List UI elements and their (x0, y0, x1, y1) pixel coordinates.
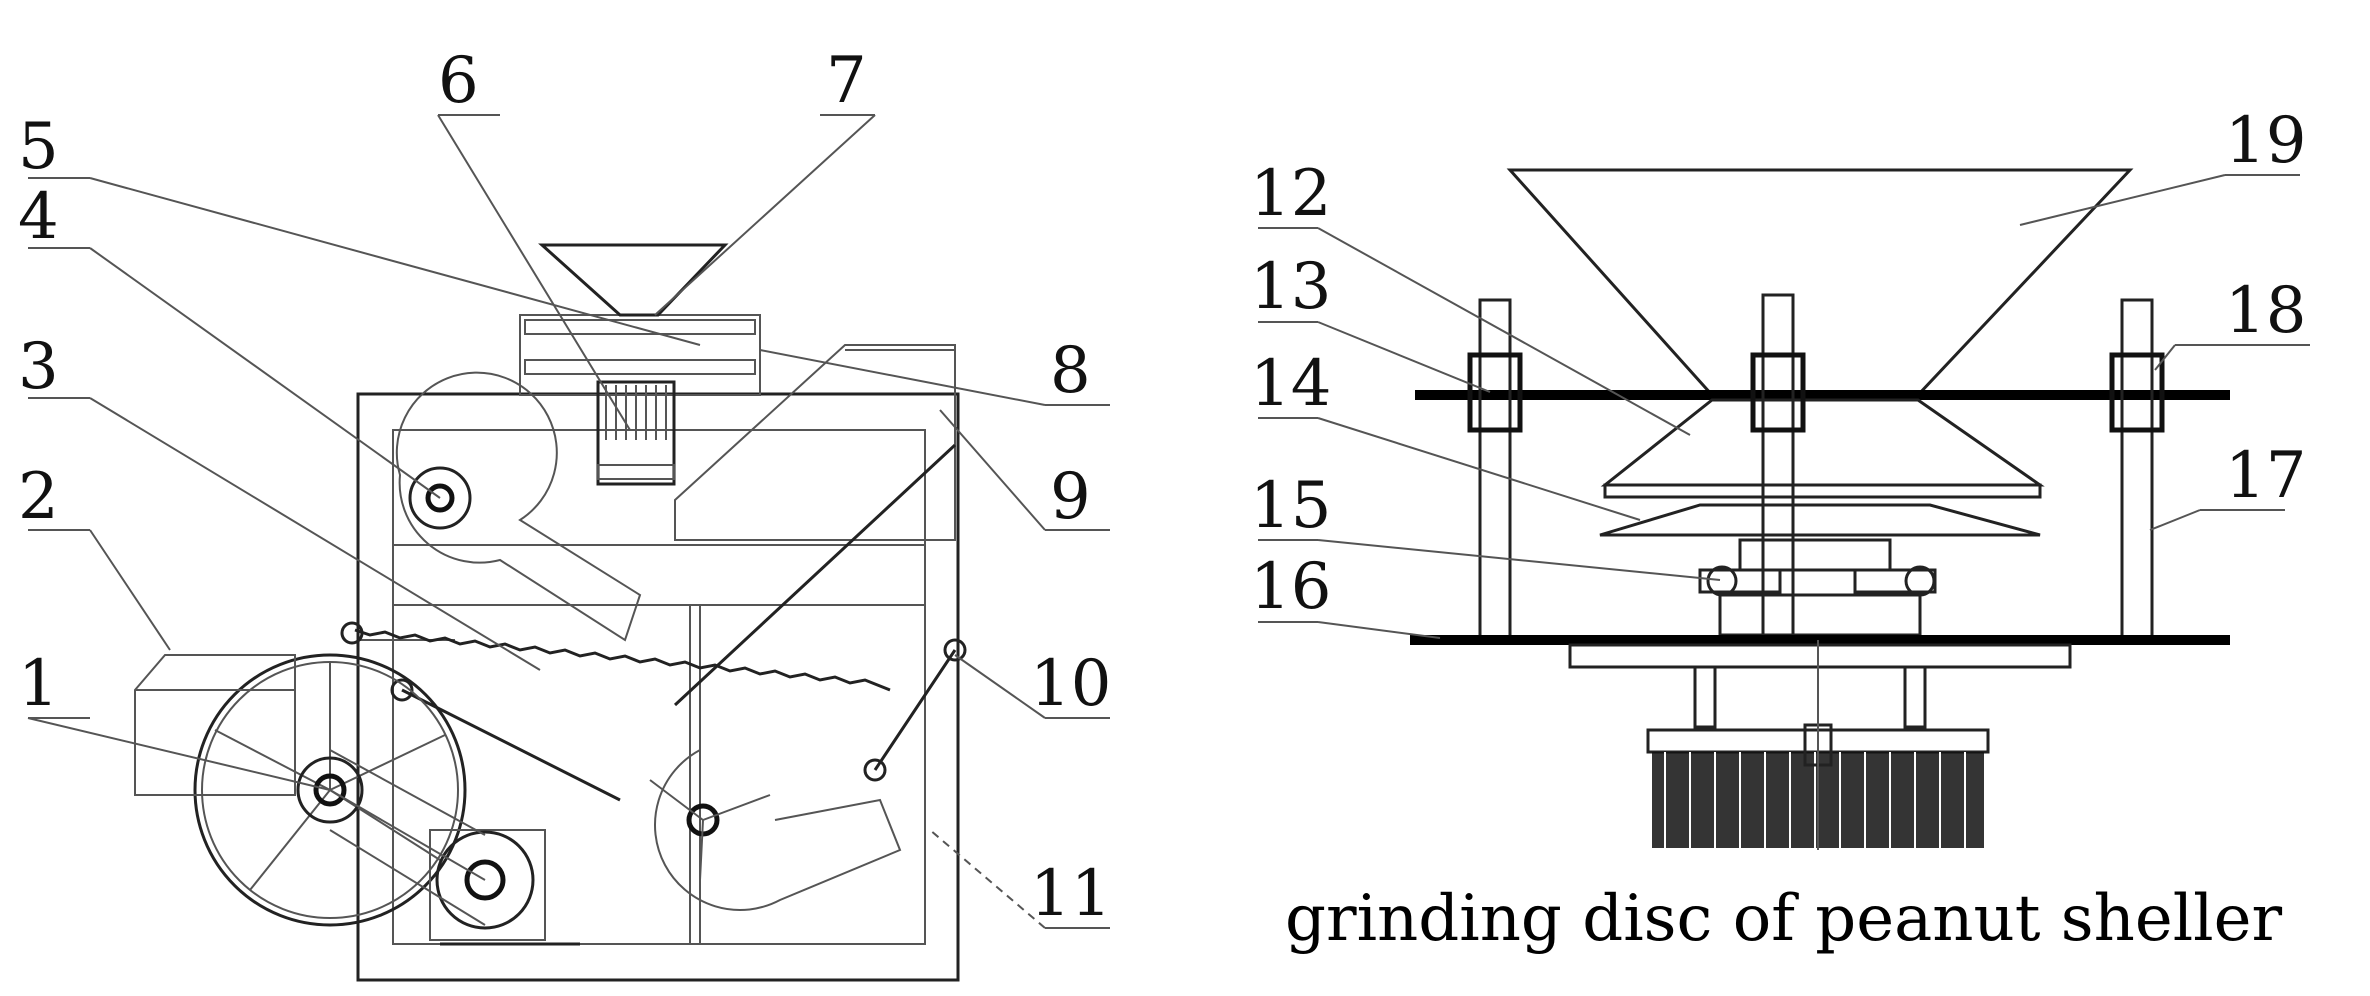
label-16: 16 (1250, 550, 1331, 624)
label-5: 5 (18, 110, 59, 184)
nut-right (2109, 352, 2165, 433)
lower-fan-casing (654, 749, 902, 911)
motor (596, 380, 676, 486)
drive-motor-shaft (464, 859, 506, 901)
nut-left (1467, 352, 1523, 433)
hub-lower (1718, 593, 1922, 637)
label-3: 3 (18, 330, 59, 404)
sieve-pivot-left (340, 621, 364, 645)
main-frame (356, 392, 960, 982)
right-chute (674, 344, 956, 541)
label-6: 6 (438, 44, 479, 118)
hub-block (1738, 538, 1892, 572)
figure-caption: grinding disc of peanut sheller (1285, 882, 2283, 956)
grinding-plate-lower (524, 359, 756, 375)
label-4: 4 (18, 180, 59, 254)
flywheel-hub (296, 756, 364, 824)
main-sieve (354, 628, 891, 692)
drive-motor-pulley (435, 830, 535, 930)
connecting-rod (873, 649, 957, 771)
label-19: 19 (2225, 104, 2306, 178)
label-7: 7 (826, 44, 867, 118)
label-14: 14 (1250, 347, 1331, 421)
nut-center (1750, 352, 1806, 433)
hub-bolt-left (1698, 568, 1782, 594)
mount-plate (1568, 643, 2072, 669)
upper-fan-pulley (408, 466, 472, 530)
upper-disc-rim (1603, 483, 2042, 499)
label-15: 15 (1250, 469, 1331, 543)
label-12: 12 (1250, 157, 1331, 231)
grinding-disc-detail: 12 13 14 15 16 17 18 19 grinding disc of… (1250, 104, 2310, 956)
label-9: 9 (1050, 460, 1091, 534)
brush-post-right (1903, 665, 1927, 729)
label-2: 2 (18, 460, 59, 534)
label-8: 8 (1050, 334, 1091, 408)
upper-fan-casing (395, 371, 642, 642)
belt-bottom (329, 829, 486, 926)
screen-rod-1 (673, 443, 957, 707)
label-17: 17 (2225, 439, 2306, 513)
label-10: 10 (1030, 647, 1111, 721)
lower-grinding-disc (1599, 503, 2041, 537)
motor-fins (605, 385, 667, 440)
label-1: 1 (18, 647, 59, 721)
flywheel-center (313, 773, 347, 807)
hub-bolt-right (1853, 568, 1937, 594)
side-motor-housing (134, 654, 296, 796)
motor-cap (597, 464, 675, 480)
label-11: 11 (1030, 857, 1111, 931)
label-18: 18 (2225, 274, 2306, 348)
sieve-pivot-low (863, 758, 887, 782)
leader-lines-right (1258, 174, 2310, 639)
upper-fan-hub (425, 483, 455, 513)
brush-post-left (1693, 665, 1717, 729)
grinding-plate-upper (524, 319, 756, 335)
rod-center (1761, 293, 1795, 642)
top-hopper (538, 243, 729, 317)
drive-motor (429, 829, 546, 941)
machine-assembly-drawing: 1 2 3 4 5 6 7 8 9 10 11 (18, 44, 1111, 982)
leader-lines-left (27, 114, 1110, 929)
sieve-pivot-right (943, 638, 967, 662)
disc-hopper (1506, 168, 2134, 397)
upper-grinding-disc (1600, 398, 2045, 487)
lower-fan-blade (649, 779, 771, 881)
flywheel-outer (193, 653, 467, 927)
rod-right (2120, 298, 2154, 642)
sieve-pivot-mid (390, 678, 414, 702)
belt-top (329, 749, 486, 836)
label-13: 13 (1250, 250, 1331, 324)
